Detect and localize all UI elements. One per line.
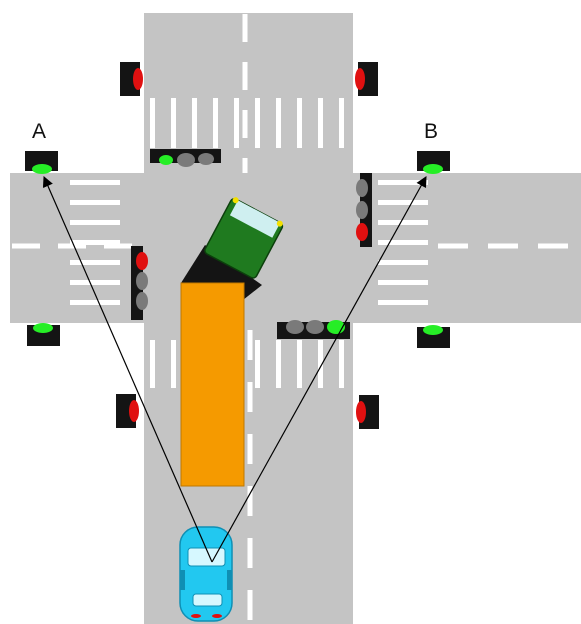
label-a: A bbox=[32, 120, 46, 143]
car-rear-window bbox=[192, 593, 223, 607]
crosswalk-east bbox=[378, 180, 428, 305]
crosswalk-south bbox=[150, 340, 344, 388]
corner-signal-nw bbox=[120, 62, 143, 96]
traffic-light-north bbox=[150, 149, 221, 167]
lane-markings bbox=[12, 14, 578, 620]
corner-signal-sw bbox=[116, 394, 139, 428]
sight-line-to-a bbox=[42, 176, 213, 563]
truck-cargo bbox=[180, 282, 245, 487]
truck-cab bbox=[204, 197, 284, 279]
sight-lines bbox=[42, 176, 427, 563]
crosswalk-north bbox=[150, 98, 344, 148]
traffic-light-south bbox=[277, 320, 350, 339]
label-b: B bbox=[424, 120, 438, 143]
traffic-light-west bbox=[131, 246, 148, 320]
pedestrian-signal-b bbox=[417, 151, 450, 174]
pedestrian-signal-a bbox=[25, 151, 58, 174]
corner-signal-se bbox=[356, 395, 379, 429]
truck bbox=[180, 197, 284, 487]
sight-line-to-b bbox=[211, 176, 427, 563]
road-surface bbox=[10, 13, 581, 624]
traffic-light-east bbox=[356, 173, 372, 247]
crosswalk-west bbox=[70, 180, 120, 305]
pedestrian-signal-sw bbox=[27, 323, 60, 346]
corner-signal-ne bbox=[355, 62, 378, 96]
pedestrian-signal-se bbox=[417, 325, 450, 348]
